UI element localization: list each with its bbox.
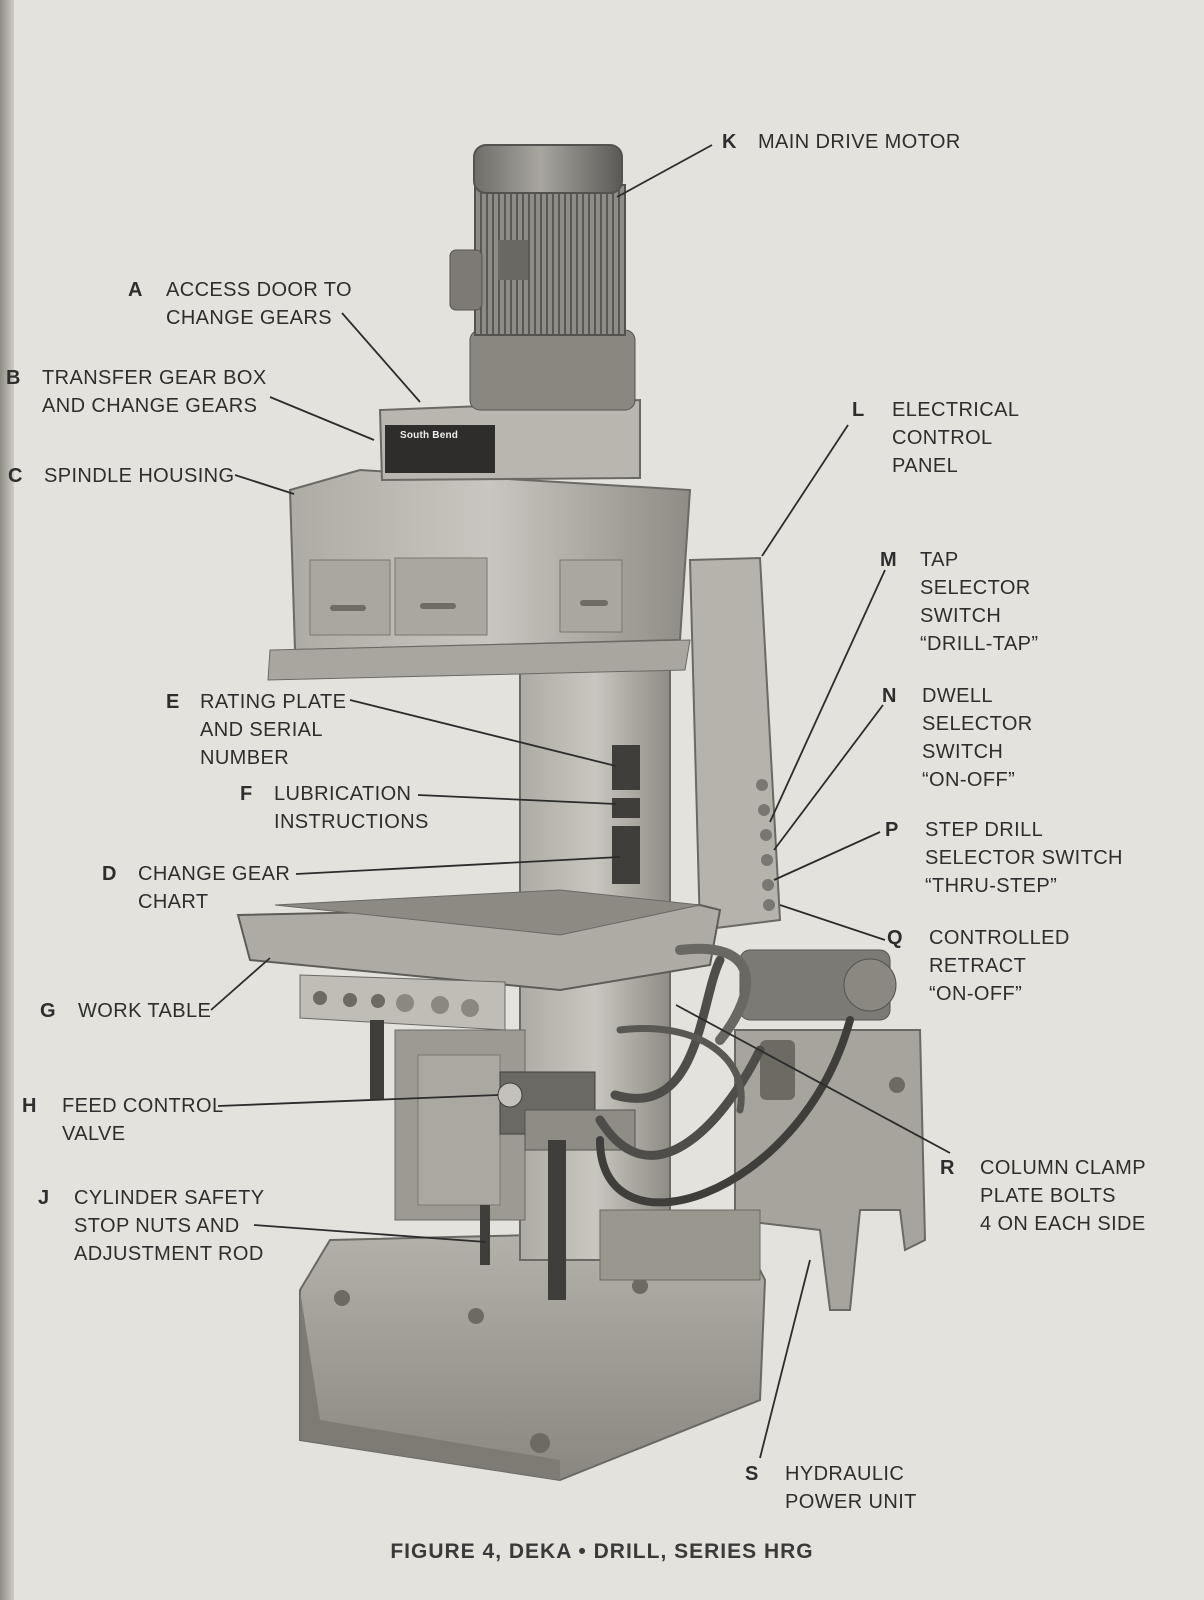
callout-s: S HYDRAULIC POWER UNIT <box>745 1460 917 1516</box>
leader-line-p <box>773 831 881 881</box>
adjustment-rod <box>480 1205 490 1265</box>
leader-line-a <box>341 312 421 403</box>
callout-label: FEED CONTROL VALVE <box>62 1095 224 1145</box>
callout-p: P STEP DRILL SELECTOR SWITCH “THRU-STEP” <box>885 816 1123 900</box>
slide-and-feed-valve <box>370 1020 636 1300</box>
callout-j: J CYLINDER SAFETY STOP NUTS AND ADJUSTME… <box>38 1184 264 1268</box>
callout-h: H FEED CONTROL VALVE <box>22 1092 223 1148</box>
south-bend-nameplate <box>385 425 495 473</box>
callout-m: M TAP SELECTOR SWITCH “DRILL-TAP” <box>880 546 1038 658</box>
callout-letter: G <box>40 1000 56 1022</box>
leader-line-g <box>210 957 271 1011</box>
callout-b: B TRANSFER GEAR BOX AND CHANGE GEARS <box>6 364 267 420</box>
lubrication-plate-shape <box>612 798 640 818</box>
callout-letter: S <box>745 1463 759 1485</box>
callout-label: HYDRAULIC POWER UNIT <box>785 1463 917 1513</box>
leader-line-b <box>269 396 375 441</box>
leader-line-e <box>349 699 617 767</box>
callout-letter: J <box>38 1187 50 1209</box>
leader-line-q <box>779 904 886 941</box>
leader-lines <box>210 144 951 1459</box>
callout-r: R COLUMN CLAMP PLATE BOLTS 4 ON EACH SID… <box>940 1154 1146 1238</box>
work-table <box>236 889 722 1031</box>
callout-label: ACCESS DOOR TO CHANGE GEARS <box>166 279 353 329</box>
callout-label: LUBRICATION INSTRUCTIONS <box>274 783 429 833</box>
callout-letter: R <box>940 1157 955 1179</box>
hydraulic-power-unit <box>734 949 927 1311</box>
leader-line-k <box>616 144 713 198</box>
leader-line-l <box>761 424 849 557</box>
transfer-gear-box <box>378 398 641 482</box>
nameplate-text: South Bend <box>400 430 459 441</box>
change-gear-chart-shape <box>612 826 640 884</box>
leader-line-j <box>253 1224 487 1243</box>
leader-line-m <box>769 569 886 823</box>
callout-label: CYLINDER SAFETY STOP NUTS AND ADJUSTMENT… <box>74 1187 265 1265</box>
callout-label: ELECTRICAL CONTROL PANEL <box>892 399 1020 477</box>
callout-c: C SPINDLE HOUSING <box>8 462 234 490</box>
spindle-housing <box>267 468 692 681</box>
callout-q: Q CONTROLLED RETRACT “ON-OFF” <box>887 924 1070 1008</box>
leader-line-f <box>417 794 617 805</box>
callout-label: STEP DRILL SELECTOR SWITCH “THRU-STEP” <box>925 819 1123 897</box>
callout-n: N DWELL SELECTOR SWITCH “ON-OFF” <box>882 682 1033 794</box>
callout-d: D CHANGE GEAR CHART <box>102 860 290 916</box>
callout-letter: L <box>852 399 865 421</box>
callout-letter: C <box>8 465 23 487</box>
leader-line-s <box>759 1259 811 1459</box>
callout-letter: A <box>128 279 143 301</box>
leader-line-h <box>217 1094 499 1107</box>
page-edge-shadow <box>0 0 14 1600</box>
callout-label: DWELL SELECTOR SWITCH “ON-OFF” <box>922 685 1033 791</box>
leader-line-c <box>234 474 295 495</box>
callout-letter: Q <box>887 927 903 949</box>
callout-letter: E <box>166 691 180 713</box>
figure-caption: FIGURE 4, DEKA • DRILL, SERIES HRG <box>390 1540 814 1563</box>
machine-base <box>299 1228 767 1482</box>
callout-letter: P <box>885 819 899 841</box>
callout-label: TRANSFER GEAR BOX AND CHANGE GEARS <box>42 367 267 417</box>
main-drive-motor <box>449 144 636 411</box>
callout-letter: D <box>102 863 117 885</box>
callout-letter: N <box>882 685 897 707</box>
callout-letter: B <box>6 367 21 389</box>
cylinder-rod <box>548 1140 566 1300</box>
rating-plate-shape <box>612 745 640 790</box>
callout-g: G WORK TABLE <box>40 997 211 1025</box>
callout-label: WORK TABLE <box>78 1000 212 1022</box>
hydraulic-hoses <box>595 943 854 1207</box>
callout-label: SPINDLE HOUSING <box>44 465 235 487</box>
callout-label: TAP SELECTOR SWITCH “DRILL-TAP” <box>920 549 1039 655</box>
callout-letter: F <box>240 783 253 805</box>
leader-line-d <box>295 856 621 875</box>
leader-line-n <box>773 704 884 851</box>
callout-label: RATING PLATE AND SERIAL NUMBER <box>200 691 347 769</box>
callout-f: F LUBRICATION INSTRUCTIONS <box>240 780 429 836</box>
callout-e: E RATING PLATE AND SERIAL NUMBER <box>166 688 346 772</box>
callout-k: K MAIN DRIVE MOTOR <box>722 128 961 156</box>
callout-label: COLUMN CLAMP PLATE BOLTS 4 ON EACH SIDE <box>980 1157 1146 1235</box>
callout-a: A ACCESS DOOR TO CHANGE GEARS <box>128 276 352 332</box>
callout-letter: K <box>722 131 737 153</box>
leader-line-r <box>675 1004 951 1154</box>
callout-label: MAIN DRIVE MOTOR <box>758 131 961 153</box>
callout-label: CONTROLLED RETRACT “ON-OFF” <box>929 927 1070 1005</box>
callout-label: CHANGE GEAR CHART <box>138 863 291 913</box>
callout-l: L ELECTRICAL CONTROL PANEL <box>852 396 1019 480</box>
callout-letter: H <box>22 1095 37 1117</box>
callout-letter: M <box>880 549 898 571</box>
